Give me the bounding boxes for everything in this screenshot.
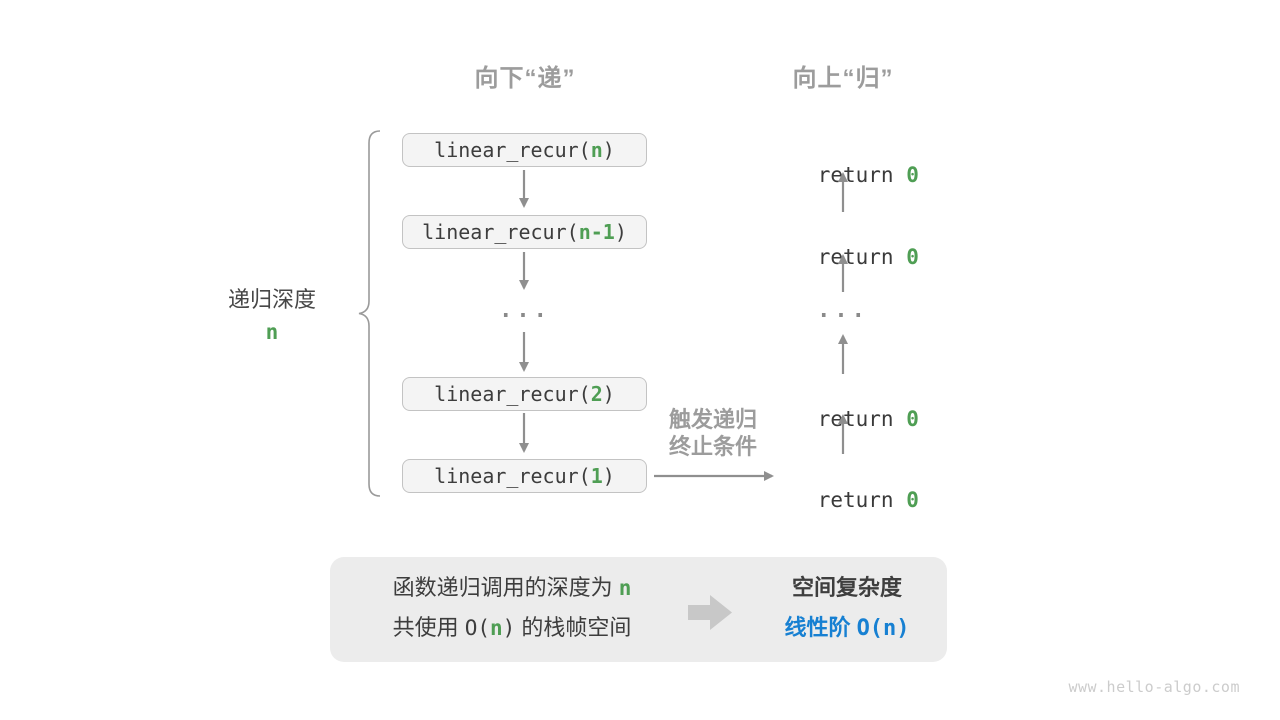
return-keyword: return — [817, 163, 907, 187]
space-complexity-title: 空间复杂度 — [791, 575, 902, 600]
watermark-url: www.hello-algo.com — [1068, 678, 1240, 696]
summary-line2-post: 的栈帧空间 — [515, 615, 632, 640]
call-box-text: ) — [602, 382, 615, 406]
return-statement: return 0 — [763, 139, 923, 187]
summary-line2: 共使用 O(n) 的栈帧空间 — [352, 608, 672, 648]
call-box-arg: n-1 — [578, 220, 615, 244]
call-box-linear-recur-n: linear_recur(n) — [402, 133, 647, 167]
call-box-text: linear_recur( — [434, 382, 591, 406]
call-box-arg: n — [590, 138, 603, 162]
summary-line2-pre: 共使用 — [392, 615, 465, 640]
call-box-text: linear_recur( — [434, 464, 591, 488]
call-box-text: linear_recur( — [434, 138, 591, 162]
return-keyword: return — [817, 488, 907, 512]
summary-explanation: 函数递归调用的深度为 n 共使用 O(n) 的栈帧空间 — [352, 568, 672, 648]
return-value: 0 — [906, 245, 919, 269]
return-value: 0 — [906, 407, 919, 431]
linear-order-result: 线性阶 O(n) — [752, 608, 942, 648]
summary-line1-var: n — [618, 576, 632, 600]
termination-condition-label: 触发递归 终止条件 — [660, 406, 766, 460]
header-downward-recurse: 向下“递” — [474, 65, 576, 92]
summary-line1: 函数递归调用的深度为 n — [352, 568, 672, 608]
recursion-depth-label: 递归深度 — [227, 287, 316, 312]
header-upward-return: 向上“归” — [792, 65, 894, 92]
call-box-text: linear_recur( — [422, 220, 579, 244]
call-box-text: ) — [614, 220, 627, 244]
depth-brace — [358, 130, 381, 497]
return-value: 0 — [906, 163, 919, 187]
summary-result: 空间复杂度 线性阶 O(n) — [752, 568, 942, 648]
return-statement: return 0 — [763, 221, 923, 269]
return-statement: return 0 — [763, 464, 923, 512]
return-keyword: return — [817, 245, 907, 269]
call-box-arg: 1 — [590, 464, 603, 488]
summary-big-o-var: n — [489, 616, 503, 640]
return-statement: return 0 — [763, 383, 923, 431]
call-box-linear-recur-1: linear_recur(1) — [402, 459, 647, 493]
linear-order-label: 线性阶 — [784, 615, 857, 640]
linear-order-big-o: O(n) — [856, 616, 910, 641]
call-box-text: ) — [602, 138, 615, 162]
call-box-arg: 2 — [590, 382, 603, 406]
summary-big-o-close: ) — [502, 616, 516, 640]
return-keyword: return — [817, 407, 907, 431]
summary-big-o-open: O( — [464, 616, 490, 640]
call-box-linear-recur-n-1: linear_recur(n-1) — [402, 215, 647, 249]
call-box-text: ) — [602, 464, 615, 488]
return-column-ellipsis: ... — [817, 298, 869, 323]
termination-line2: 终止条件 — [668, 434, 757, 459]
recursion-depth-variable: n — [265, 320, 279, 344]
summary-line1-text: 函数递归调用的深度为 — [392, 575, 619, 600]
call-box-linear-recur-2: linear_recur(2) — [402, 377, 647, 411]
termination-line1: 触发递归 — [668, 407, 757, 432]
call-stack-ellipsis: ... — [499, 298, 551, 323]
complexity-summary-box — [330, 557, 947, 662]
return-value: 0 — [906, 488, 919, 512]
